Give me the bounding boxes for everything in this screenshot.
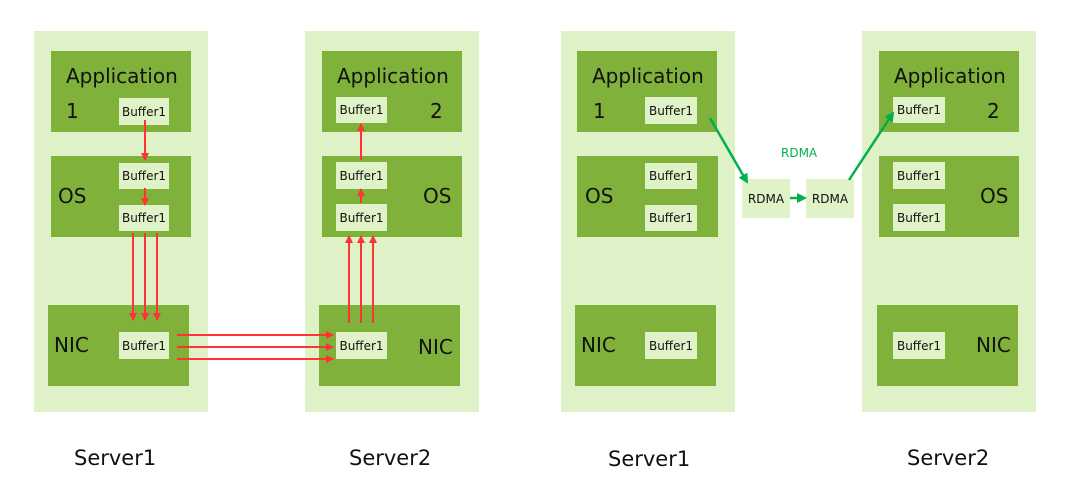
server2-caption-right: Server2 xyxy=(907,446,990,470)
rdma-server1-nic-buffer: Buffer1 xyxy=(645,332,697,359)
server2-os-buffer-top: Buffer1 xyxy=(336,162,387,189)
rdma-arrow-app-to-rdma xyxy=(708,117,749,184)
server1-application-label: Application xyxy=(66,64,178,88)
server1-application-number: 1 xyxy=(66,99,79,123)
rdma-box-right: RDMA xyxy=(806,179,854,218)
rdma-server1-app-buffer: Buffer1 xyxy=(645,97,697,124)
server2-app-buffer: Buffer1 xyxy=(336,97,387,123)
server2-application-label: Application xyxy=(337,64,449,88)
server2-caption-left: Server2 xyxy=(349,446,432,470)
rdma-server2-application-number: 2 xyxy=(987,99,1000,123)
rdma-server2-nic-label: NIC xyxy=(976,333,1011,357)
rdma-server2-nic-buffer: Buffer1 xyxy=(893,332,945,359)
rdma-server2-application-label: Application xyxy=(894,64,1006,88)
rdma-server1-application-number: 1 xyxy=(593,99,606,123)
server1-caption-left: Server1 xyxy=(74,446,157,470)
server1-nic-label: NIC xyxy=(54,333,89,357)
rdma-server2-os-label: OS xyxy=(980,184,1009,208)
rdma-annotation: RDMA xyxy=(781,146,818,160)
server2-os-buffer-bottom: Buffer1 xyxy=(336,204,387,231)
server1-os-label: OS xyxy=(58,184,87,208)
server1-os-buffer-top: Buffer1 xyxy=(119,163,169,189)
rdma-server1-application-label: Application xyxy=(592,64,704,88)
server1-caption-right: Server1 xyxy=(608,447,691,471)
server1-app-buffer: Buffer1 xyxy=(119,98,169,125)
rdma-server1-os-buffer-top: Buffer1 xyxy=(645,163,697,189)
server2-os-label: OS xyxy=(423,184,452,208)
server2-nic-label: NIC xyxy=(418,335,453,359)
rdma-box-left: RDMA xyxy=(742,179,790,218)
server2-nic-buffer: Buffer1 xyxy=(336,332,387,359)
rdma-server2-app-buffer: Buffer1 xyxy=(893,97,945,123)
rdma-server1-nic-label: NIC xyxy=(581,333,616,357)
rdma-arrow-rdma-to-app xyxy=(847,111,895,181)
server1-nic-buffer: Buffer1 xyxy=(119,332,169,359)
rdma-server1-os-buffer-bottom: Buffer1 xyxy=(645,205,697,231)
rdma-server2-os-buffer-bottom: Buffer1 xyxy=(893,204,945,231)
server1-os-buffer-bottom: Buffer1 xyxy=(119,205,169,231)
server2-application-number: 2 xyxy=(430,99,443,123)
rdma-server1-os-label: OS xyxy=(585,184,614,208)
rdma-server2-os-buffer-top: Buffer1 xyxy=(893,162,945,189)
